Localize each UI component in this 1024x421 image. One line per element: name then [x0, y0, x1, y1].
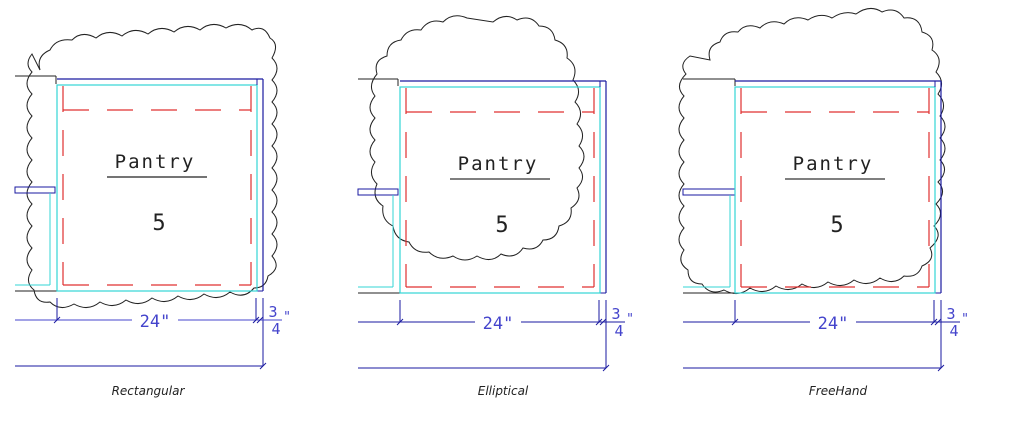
dimension-main: 24" — [140, 312, 171, 332]
dimension-main: 24" — [483, 314, 514, 334]
dimension-frac-num: 3 — [946, 305, 955, 323]
caption-rectangular: Rectangular — [111, 384, 185, 398]
panel-elliptical: Pantry 5 24" 3 4 " — [357, 15, 634, 372]
room-name: Pantry — [793, 153, 874, 175]
dimension-frac-den: 4 — [271, 320, 280, 338]
revision-cloud-rectangular — [26, 24, 278, 308]
dimension-frac-num: 3 — [611, 305, 620, 323]
caption-freehand: FreeHand — [808, 384, 868, 398]
room-name: Pantry — [115, 151, 196, 173]
dimension-frac-num: 3 — [268, 303, 277, 321]
dimension-frac-den: 4 — [949, 322, 958, 340]
dimension-main: 24" — [818, 314, 849, 334]
room-name: Pantry — [458, 153, 539, 175]
revision-cloud-elliptical — [369, 15, 585, 261]
caption-elliptical: Elliptical — [477, 384, 529, 398]
dimension-frac-inch: " — [626, 312, 634, 327]
dimension-frac-den: 4 — [614, 322, 623, 340]
dimension-frac-inch: " — [961, 312, 969, 327]
room-number: 5 — [495, 213, 508, 238]
room-number: 5 — [830, 213, 843, 238]
panel-freehand: Pantry 5 24" 3 4 " — [678, 8, 969, 372]
revision-cloud-freehand — [678, 8, 946, 294]
dimension-frac-inch: " — [283, 310, 291, 325]
room-number: 5 — [152, 211, 165, 236]
